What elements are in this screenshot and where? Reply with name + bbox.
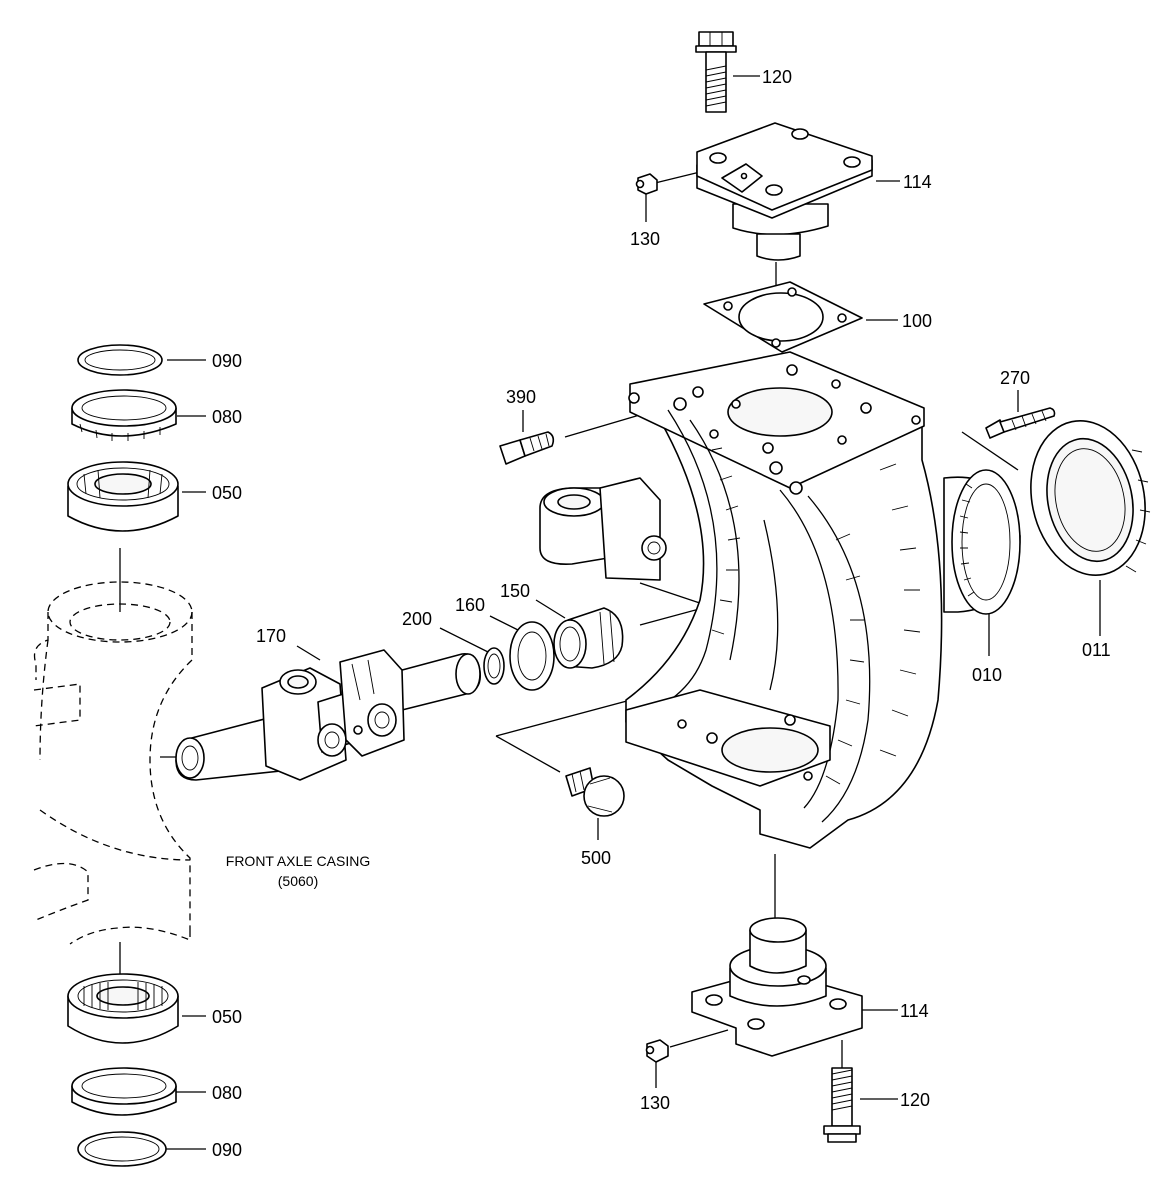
ring-nut-011 xyxy=(1030,420,1151,576)
cap-114-top xyxy=(696,122,873,261)
label-050-bottom: 050 xyxy=(212,1007,242,1027)
roller-bearing-050-bottom xyxy=(67,973,179,1044)
callout-labels: 120 114 130 100 390 270 090 080 050 170 … xyxy=(212,67,1111,1160)
sensor-270 xyxy=(985,407,1056,439)
label-130-bottom: 130 xyxy=(640,1093,670,1113)
drive-shaft-170 xyxy=(175,649,482,781)
grease-nipple-130-bottom xyxy=(645,1039,669,1063)
label-114-bottom: 114 xyxy=(900,1001,929,1021)
grease-nipple-130-top xyxy=(635,173,658,195)
label-090-top: 090 xyxy=(212,351,242,371)
seal-160 xyxy=(509,621,555,691)
label-090-bottom: 090 xyxy=(212,1140,242,1160)
label-160: 160 xyxy=(455,595,485,615)
bolt-120-top xyxy=(695,31,737,113)
label-130-top: 130 xyxy=(630,229,660,249)
label-114-top: 114 xyxy=(903,172,932,192)
snap-ring-090-bottom xyxy=(77,1131,167,1167)
label-200: 200 xyxy=(402,609,432,629)
label-100: 100 xyxy=(902,311,932,331)
label-050-top: 050 xyxy=(212,483,242,503)
bolt-500 xyxy=(565,767,625,817)
gasket-100 xyxy=(703,281,863,353)
label-270: 270 xyxy=(1000,368,1030,388)
label-011: 011 xyxy=(1082,640,1111,660)
label-390: 390 xyxy=(506,387,536,407)
plug-390 xyxy=(499,431,555,465)
label-010: 010 xyxy=(972,665,1002,685)
front-axle-casing-outline xyxy=(33,581,193,945)
bearing-010 xyxy=(943,469,1021,615)
casing-ref-label: (5060) xyxy=(278,873,318,889)
label-150: 150 xyxy=(500,581,530,601)
roller-bearing-050-top xyxy=(67,461,179,532)
label-080-top: 080 xyxy=(212,407,242,427)
label-080-bottom: 080 xyxy=(212,1083,242,1103)
label-500: 500 xyxy=(581,848,611,868)
steering-knuckle-housing xyxy=(539,351,943,849)
label-120-bottom: 120 xyxy=(900,1090,930,1110)
bearing-cup-080-bottom xyxy=(71,1067,177,1116)
snap-ring-090-top xyxy=(77,344,163,376)
bushing-150 xyxy=(553,607,624,669)
cap-114-bottom xyxy=(691,917,863,1057)
o-ring-200 xyxy=(483,647,505,685)
bolt-120-bottom xyxy=(823,1067,861,1143)
label-120-top: 120 xyxy=(762,67,792,87)
label-170: 170 xyxy=(256,626,286,646)
casing-name-label: FRONT AXLE CASING xyxy=(226,853,370,869)
bearing-cup-080-top xyxy=(71,389,177,441)
